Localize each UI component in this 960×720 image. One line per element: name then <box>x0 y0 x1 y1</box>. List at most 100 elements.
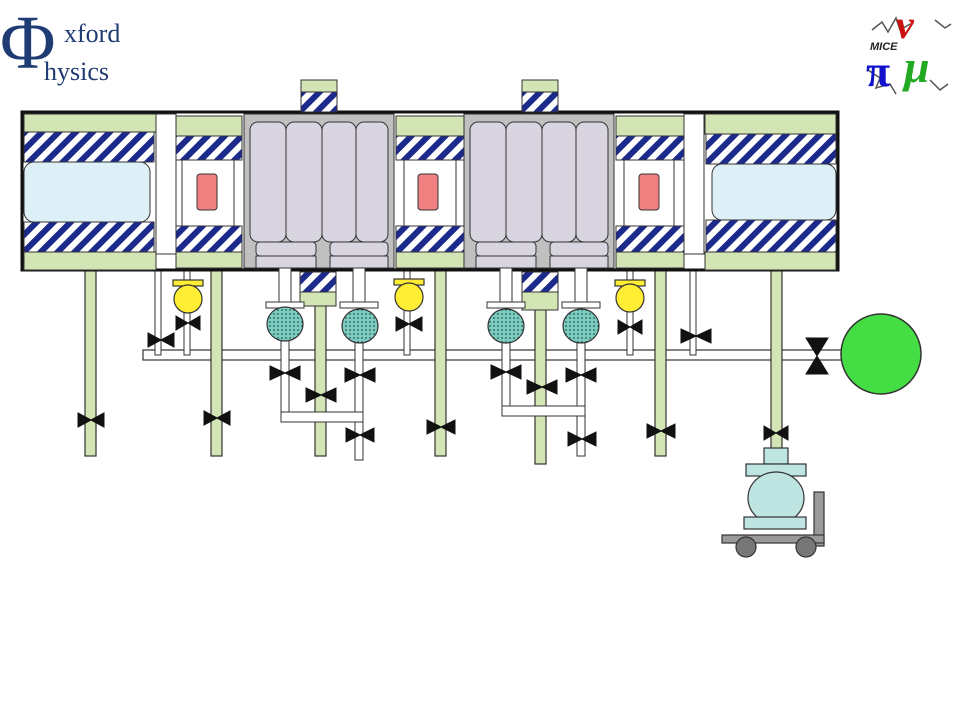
right-end-top-bar <box>704 113 837 135</box>
rf-left-bottom-cap-hatch <box>299 271 337 293</box>
left-end-top-bar <box>23 113 157 133</box>
absorber-3-bottom-hatch <box>615 225 685 253</box>
vacuum-pump-cart-icon <box>721 447 825 558</box>
section-posts <box>155 113 705 255</box>
rf-left-port-2 <box>329 241 389 257</box>
filter-icon <box>487 308 525 344</box>
bowtie-valve-icon[interactable] <box>175 315 201 331</box>
filter-drop-1 <box>280 339 290 423</box>
rf-right-cell-3 <box>541 121 577 243</box>
bowtie-valve-icon[interactable] <box>426 419 456 435</box>
right-end-window <box>711 163 837 221</box>
pipe-1 <box>84 269 97 457</box>
rf-left-base-1 <box>255 255 317 269</box>
logo-line-2: hysics <box>44 57 109 86</box>
rf-right-cell-1 <box>469 121 507 243</box>
rf-right-top-cap-bar <box>521 79 559 93</box>
rf-housing-right <box>463 79 615 311</box>
left-end-bottom-hatch <box>23 221 155 253</box>
rf-housing-left <box>243 79 395 307</box>
absorber-2-bottom-hatch <box>395 225 465 253</box>
absorber-2-top-hatch <box>395 135 465 161</box>
logo-phi-glyph: Φ <box>0 1 56 85</box>
post-right <box>683 113 705 255</box>
bowtie-valve-icon[interactable] <box>345 427 375 443</box>
yellow-sensor-icon <box>615 283 645 313</box>
rf-stem-3 <box>499 267 513 305</box>
yellow-sensor-icon <box>173 284 203 314</box>
bowtie-valve-icon[interactable] <box>617 319 643 335</box>
bowtie-valve-icon[interactable] <box>305 387 337 403</box>
right-filter-loop <box>501 339 586 457</box>
bowtie-valve-icon[interactable] <box>203 410 231 426</box>
right-end-bottom-bar <box>704 251 837 271</box>
rf-left-top-cap-bar <box>300 79 338 93</box>
absorber-1-bottom-bar <box>175 251 243 269</box>
pump-base-plate <box>743 516 807 530</box>
pipe-6 <box>654 254 667 457</box>
right-end-top-hatch <box>705 133 837 165</box>
absorber-1-top-bar <box>175 115 243 137</box>
bowtie-valve-icon[interactable] <box>680 328 712 344</box>
valves <box>77 315 829 447</box>
absorber-3-top-hatch <box>615 135 685 161</box>
absorber-3-bottom-bar <box>615 251 685 269</box>
oxford-physics-logo: Φ xford hysics <box>0 1 120 86</box>
bowtie-valve-icon[interactable] <box>763 425 789 441</box>
rf-right-bottom-cap-hatch <box>521 271 559 293</box>
filters <box>266 306 600 344</box>
filter-icon <box>562 308 600 344</box>
pump-body <box>747 471 805 525</box>
cart-handle <box>813 491 825 547</box>
absorber-2-top-bar <box>395 115 465 137</box>
absorber-2-coil <box>417 173 439 211</box>
pi-glyph: π <box>866 47 890 96</box>
rf-stems <box>265 267 601 309</box>
nu-glyph: ν <box>896 2 915 47</box>
right-end-bottom-hatch <box>705 219 837 253</box>
rf-left-base-2 <box>329 255 389 269</box>
absorber-module-1 <box>175 115 243 269</box>
absorber-1-top-hatch <box>175 135 243 161</box>
bowtie-valve-icon[interactable] <box>565 367 597 383</box>
pipe-2 <box>210 254 223 457</box>
logo-line-1: xford <box>64 19 120 48</box>
bowtie-valve-icon[interactable] <box>147 332 175 348</box>
left-end-magnet <box>23 113 157 271</box>
bowtie-valve-icon[interactable] <box>567 431 597 447</box>
cart-deck <box>721 534 825 544</box>
bowtie-valve-icon[interactable] <box>269 365 301 381</box>
filter-bridge-left <box>280 411 364 423</box>
filter-bridge-right <box>501 405 586 417</box>
rf-flange-3 <box>486 301 526 309</box>
bowtie-valve-icon[interactable] <box>526 379 558 395</box>
rf-left-cell-2 <box>285 121 323 243</box>
green-tank-icon <box>840 313 922 395</box>
bowtie-valve-icon[interactable] <box>344 367 376 383</box>
mice-logo: MICE ν π μ <box>866 2 952 96</box>
filter-icon <box>266 306 304 342</box>
absorber-2-bottom-bar <box>395 251 465 269</box>
filter-drop-2 <box>354 339 364 461</box>
rf-right-base-1 <box>475 255 537 269</box>
rf-stem-1 <box>278 267 292 305</box>
bowtie-valve-icon[interactable] <box>646 423 676 439</box>
rf-left-cell-4 <box>355 121 389 243</box>
left-end-window <box>23 161 151 223</box>
pipe-7 <box>770 254 783 456</box>
rf-left-bottom-cap-bar <box>299 291 337 307</box>
rf-right-base-2 <box>549 255 609 269</box>
yellow-sensor-icon <box>394 282 424 312</box>
bowtie-valve-icon[interactable] <box>490 364 522 380</box>
rf-stem-4 <box>574 267 588 305</box>
rf-flange-2 <box>339 301 379 309</box>
bowtie-valve-icon[interactable] <box>77 412 105 428</box>
rf-flange-4 <box>561 301 601 309</box>
rf-right-cell-4 <box>575 121 609 243</box>
bowtie-valve-icon[interactable] <box>805 337 829 375</box>
bowtie-valve-icon[interactable] <box>395 316 423 332</box>
rf-left-port-1 <box>255 241 317 257</box>
rf-left-top-cap-hatch <box>300 91 338 113</box>
main-manifold-pipe <box>142 349 844 361</box>
